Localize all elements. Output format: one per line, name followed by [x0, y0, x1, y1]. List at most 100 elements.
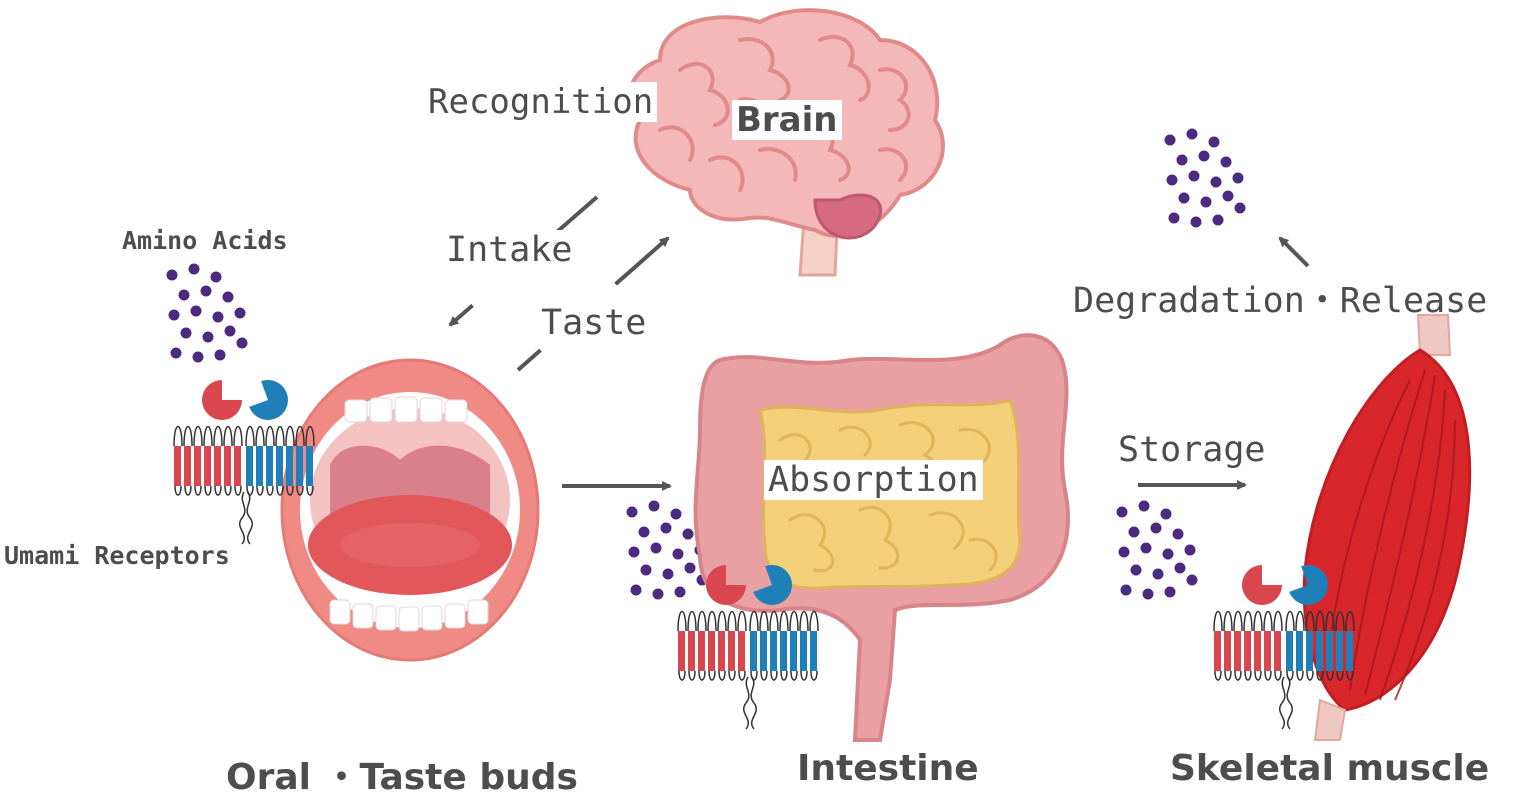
- receptor-helix: [728, 631, 735, 671]
- receptor-helix: [1306, 631, 1313, 671]
- receptor-helix: [1286, 631, 1293, 671]
- intake-label: Intake: [442, 230, 577, 270]
- amino-acid-dot: [180, 327, 192, 339]
- brain-label: Brain: [732, 100, 842, 140]
- amino-acid-dot: [660, 522, 672, 534]
- receptor-helix: [286, 446, 293, 486]
- skeletal-muscle-illustration: [1302, 314, 1472, 741]
- amino-acid-dot: [1166, 174, 1178, 186]
- amino-acid-dot: [1130, 564, 1142, 576]
- receptor-helix: [800, 631, 807, 671]
- amino-acid-dot: [1186, 574, 1198, 586]
- taste-label: Taste: [537, 303, 651, 343]
- receptor-helix: [1264, 631, 1271, 671]
- amino-acid-dot: [1174, 562, 1186, 574]
- amino-acid-dot: [1208, 136, 1220, 148]
- amino-acid-dot: [1160, 508, 1172, 520]
- receptor-helix: [1336, 631, 1343, 671]
- amino-acid-dots-muscle: [1116, 500, 1198, 600]
- receptor-helix: [214, 446, 221, 486]
- intake-arrow: [448, 195, 599, 327]
- amino-acid-dot: [178, 289, 190, 301]
- receptor-helix: [1214, 631, 1221, 671]
- amino-acid-dot: [1118, 546, 1130, 558]
- mouth-illustration: [280, 358, 540, 662]
- amino-acid-dot: [1142, 588, 1154, 600]
- amino-acid-dot: [638, 526, 650, 538]
- amino-acid-dot: [1190, 216, 1202, 228]
- amino-acid-dot: [1222, 190, 1234, 202]
- amino-acid-dot: [1164, 586, 1176, 598]
- amino-acid-dot: [674, 586, 686, 598]
- receptor-helix: [1274, 631, 1281, 671]
- amino-acid-dot: [662, 568, 674, 580]
- receptor-helix: [204, 446, 211, 486]
- amino-acid-dot: [210, 271, 222, 283]
- ligand-red: [1242, 565, 1282, 605]
- receptor-helix: [306, 446, 313, 486]
- receptor-helix: [246, 446, 253, 486]
- amino-acid-dot: [1200, 196, 1212, 208]
- amino-acid-dot: [200, 285, 212, 297]
- receptor-helix: [296, 446, 303, 486]
- receptor-helix: [1346, 631, 1353, 671]
- receptor-helix: [718, 631, 725, 671]
- receptor-helix: [750, 631, 757, 671]
- receptor-helix: [1244, 631, 1251, 671]
- amino-acid-dot: [648, 500, 660, 512]
- amino-acid-dot: [236, 337, 248, 349]
- amino-acid-dot: [1210, 176, 1222, 188]
- receptor-helix: [1234, 631, 1241, 671]
- receptor-helix: [698, 631, 705, 671]
- amino-acids-label: Amino Acids: [122, 226, 288, 255]
- receptor-helix: [738, 631, 745, 671]
- amino-acid-dot: [1176, 154, 1188, 166]
- receptor-helix: [678, 631, 685, 671]
- taste-arrow: [516, 236, 670, 372]
- receptor-helix: [1296, 631, 1303, 671]
- receptor-helix: [688, 631, 695, 671]
- absorption-label: Absorption: [764, 460, 983, 500]
- oral-taste-buds-label: Oral ・Taste buds: [226, 757, 578, 798]
- degradation-release-label: Degradation・Release: [1073, 281, 1488, 321]
- amino-acid-dot: [652, 588, 664, 600]
- intestine-illustration: [693, 333, 1070, 742]
- umami-receptor-oral: [173, 380, 315, 545]
- receptor-helix: [770, 631, 777, 671]
- amino-acid-dot: [1212, 214, 1224, 226]
- receptor-helix: [184, 446, 191, 486]
- amino-acid-dots-oral: [166, 263, 248, 363]
- receptor-helix: [256, 446, 263, 486]
- amino-acid-dot: [682, 528, 694, 540]
- receptor-helix: [780, 631, 787, 671]
- receptor-helix: [266, 446, 273, 486]
- amino-acid-dot: [672, 548, 684, 560]
- amino-acid-dot: [224, 325, 236, 337]
- amino-acid-dot: [190, 305, 202, 317]
- amino-acid-dot: [1162, 548, 1174, 560]
- amino-acid-dot: [1116, 506, 1128, 518]
- amino-acid-dot: [1184, 544, 1196, 556]
- skeletal-muscle-label: Skeletal muscle: [1170, 748, 1490, 789]
- amino-acid-dot: [1178, 192, 1190, 204]
- amino-acid-dot: [188, 263, 200, 275]
- amino-acid-dot: [1220, 156, 1232, 168]
- ligand-red: [706, 565, 746, 605]
- release-arrow: [1278, 236, 1310, 268]
- amino-acid-dot: [1152, 568, 1164, 580]
- amino-acid-dot: [1150, 522, 1162, 534]
- amino-acid-dot: [214, 349, 226, 361]
- ligand-blue: [1289, 565, 1328, 605]
- amino-acid-dot: [1172, 528, 1184, 540]
- receptor-helix: [194, 446, 201, 486]
- amino-acid-dot: [1198, 150, 1210, 162]
- umami-receptors-label: Umami Receptors: [4, 541, 230, 570]
- amino-acid-dot: [166, 269, 178, 281]
- recognition-label: Recognition: [424, 82, 658, 122]
- amino-acid-dot: [1138, 500, 1150, 512]
- ligand-red: [202, 380, 242, 420]
- receptor-helix: [174, 446, 181, 486]
- amino-acid-dot: [630, 584, 642, 596]
